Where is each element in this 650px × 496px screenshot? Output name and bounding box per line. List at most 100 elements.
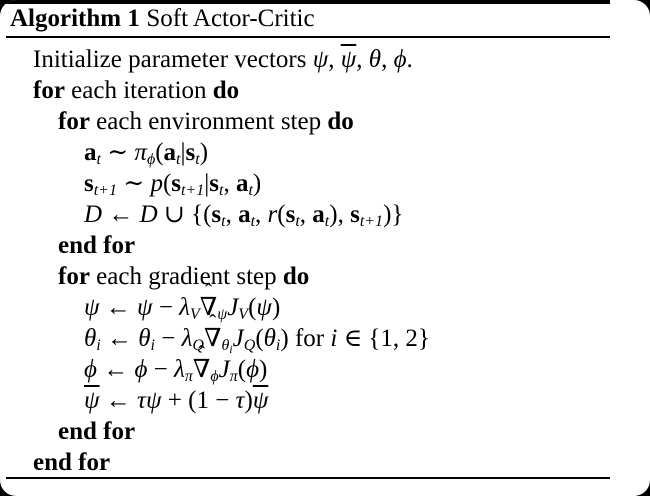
- math-segment: i: [150, 337, 155, 354]
- math-segment: τ: [137, 387, 146, 414]
- math-segment: t+1: [181, 182, 205, 199]
- math-segment: t+1: [359, 213, 384, 230]
- math-segment: J: [218, 356, 230, 383]
- math-segment: a: [238, 201, 251, 228]
- math-segment: λ: [174, 356, 185, 383]
- algorithm-title: Soft Actor-Critic: [146, 5, 315, 32]
- math-segment: ←: [99, 294, 138, 321]
- algorithm-line: for each environment step do: [58, 106, 646, 137]
- math-segment: π: [229, 368, 238, 385]
- math-segment: for: [33, 77, 65, 104]
- math-segment: λ: [181, 325, 193, 352]
- math-segment: for: [288, 325, 331, 352]
- math-segment: ),: [329, 201, 351, 228]
- math-segment: ,: [255, 201, 268, 228]
- math-segment: .: [406, 46, 413, 73]
- math-segment: t: [248, 182, 253, 199]
- algorithm-line: ψ ← τψ + (1 − τ)ψ: [84, 385, 646, 416]
- math-segment: V: [238, 306, 249, 323]
- math-segment: (: [248, 294, 257, 321]
- math-segment: ,: [223, 170, 236, 197]
- math-segment: ψ: [217, 306, 228, 323]
- algorithm-line: at ∼ πϕ(at|st): [84, 137, 646, 168]
- algorithm-line: for each iteration do: [33, 75, 646, 106]
- math-segment: ): [252, 170, 262, 197]
- math-segment: a: [312, 201, 325, 228]
- algorithm-line: st+1 ∼ p(st+1|st, at): [84, 168, 646, 199]
- math-segment: ψ: [145, 387, 162, 414]
- math-segment: J: [232, 325, 244, 352]
- math-segment: do: [212, 77, 240, 104]
- math-segment: V: [190, 306, 200, 323]
- math-segment: ←: [100, 325, 139, 352]
- math-segment: t+1: [93, 182, 117, 199]
- math-segment: each gradient step: [89, 263, 283, 290]
- math-segment: a: [84, 139, 97, 166]
- math-segment: ∪ {(: [157, 201, 212, 228]
- math-segment: −: [154, 325, 182, 352]
- math-segment: ,: [381, 46, 394, 73]
- algorithm-line: for each gradient step do: [58, 261, 646, 292]
- math-segment: s: [209, 170, 219, 197]
- math-segment: |: [180, 139, 186, 166]
- math-segment: ∼: [100, 139, 135, 166]
- math-segment: ϕ: [246, 356, 260, 383]
- math-segment: ): [280, 325, 289, 352]
- algorithm-body: Initialize parameter vectors ψ, ψ, θ, ϕ.…: [33, 44, 646, 478]
- math-segment: i: [96, 337, 101, 354]
- math-segment: s: [350, 201, 360, 228]
- math-segment: a: [235, 170, 249, 197]
- math-segment: (: [237, 356, 247, 383]
- math-segment: Q: [243, 337, 256, 354]
- math-segment: θ: [84, 325, 97, 352]
- math-segment: ←: [99, 387, 138, 414]
- math-segment: ): [199, 139, 209, 166]
- math-segment: ,: [328, 46, 341, 73]
- math-segment: t: [324, 213, 330, 230]
- hat-accent: ˆ: [198, 340, 206, 365]
- math-segment: θ: [221, 337, 230, 354]
- math-segment: λ: [179, 294, 190, 321]
- bottom-rule: [6, 477, 610, 479]
- math-segment: s: [171, 170, 181, 197]
- header-divider-rule: [6, 36, 610, 38]
- math-segment: D: [139, 201, 158, 228]
- math-segment: π: [134, 139, 147, 166]
- math-segment: )}: [383, 201, 404, 228]
- math-segment: ,: [356, 46, 369, 73]
- math-segment: s: [211, 201, 222, 228]
- math-segment: t: [195, 151, 200, 168]
- math-segment: ): [271, 294, 281, 321]
- math-segment: ψ: [137, 294, 153, 321]
- math-segment: ←: [102, 201, 140, 228]
- math-segment: t: [219, 182, 224, 199]
- math-segment: each environment step: [89, 108, 328, 135]
- math-segment: p: [150, 170, 163, 197]
- math-segment: r: [267, 201, 278, 228]
- math-segment: ψ: [340, 46, 357, 73]
- math-segment: t: [176, 151, 181, 168]
- math-segment: t: [295, 213, 300, 230]
- math-segment: ): [259, 356, 268, 383]
- math-segment: J: [227, 294, 239, 321]
- math-segment: |: [204, 170, 210, 197]
- math-segment: for: [58, 263, 90, 290]
- math-segment: ψ: [252, 387, 269, 414]
- math-segment: do: [282, 263, 310, 290]
- math-segment: ˆ∇: [203, 309, 222, 352]
- math-segment: s: [285, 201, 296, 228]
- math-segment: ∈ {1, 2}: [337, 325, 430, 352]
- math-segment: ψ: [84, 294, 100, 321]
- math-segment: ˆ∇: [199, 278, 218, 321]
- math-segment: t: [250, 213, 256, 230]
- math-segment: i: [229, 342, 233, 356]
- algorithm-label: Algorithm 1: [10, 5, 140, 32]
- math-segment: D: [84, 201, 103, 228]
- math-segment: Initialize parameter vectors: [33, 46, 313, 73]
- math-segment: (: [255, 325, 264, 352]
